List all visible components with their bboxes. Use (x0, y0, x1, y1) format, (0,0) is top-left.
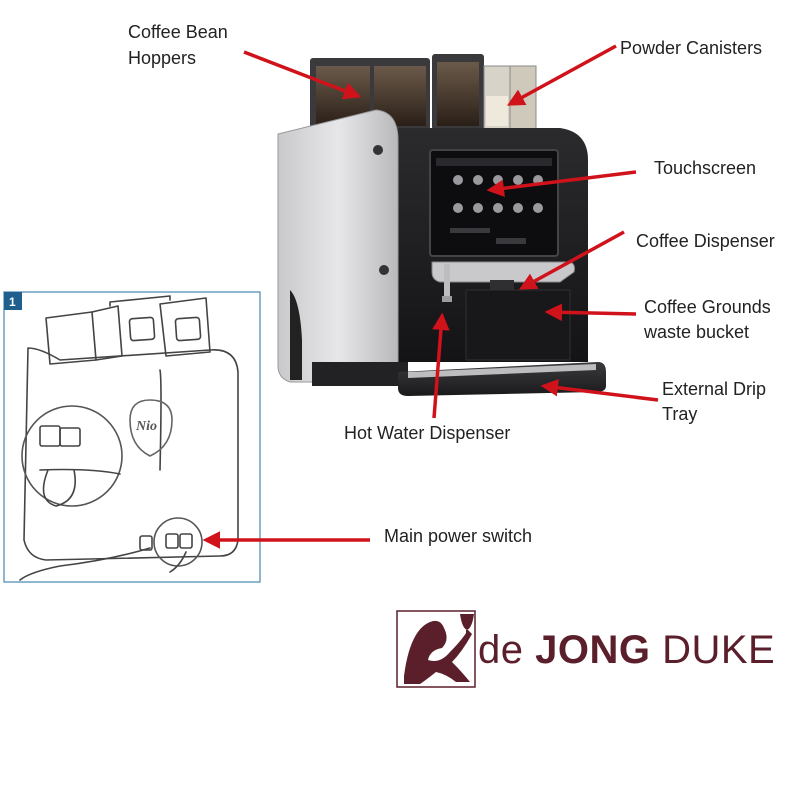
label-coffee-grounds-line2: waste bucket (644, 322, 750, 342)
label-external-drip-tray-line1: External Drip (662, 379, 767, 399)
arrow-touchscreen (486, 170, 637, 197)
label-external-drip-tray-line2: Tray (662, 404, 698, 424)
arrow-coffee-bean-hoppers (243, 50, 362, 100)
label-coffee-bean-hoppers-line2: Hoppers (128, 48, 197, 68)
power-switch-inset: 1 N (3, 291, 261, 583)
de-jong-duke-logo-mark (396, 610, 476, 688)
logo-suffix: DUKE (650, 628, 776, 672)
arrow-coffee-grounds (544, 303, 637, 322)
label-coffee-bean-hoppers-line1: Coffee Bean (128, 22, 228, 42)
label-main-power-switch: Main power switch (384, 526, 533, 546)
logo-brand: JONG (535, 628, 651, 672)
arrow-powder-canisters (506, 44, 617, 106)
hot-water-dispenser (442, 264, 452, 302)
coffee-bean-hoppers (310, 54, 484, 130)
label-touchscreen: Touchscreen (654, 158, 757, 178)
de-jong-duke-wordmark: de JONG DUKE (478, 628, 775, 673)
label-powder-canisters: Powder Canisters (620, 38, 763, 58)
arrow-coffee-dispenser (518, 230, 625, 290)
logo-prefix: de (478, 628, 536, 672)
step-number: 1 (9, 295, 16, 309)
coffee-machine (277, 54, 606, 396)
step-badge (4, 292, 22, 310)
coffee-grounds-waste-bucket (465, 289, 571, 361)
callout-arrows (202, 44, 659, 549)
powder-canisters (483, 65, 537, 131)
label-coffee-grounds-line1: Coffee Grounds (644, 297, 771, 317)
nio-badge: Nio (135, 419, 157, 434)
label-hot-water-dispenser: Hot Water Dispenser (344, 423, 511, 443)
arrow-external-drip-tray (540, 379, 659, 402)
touchscreen (429, 149, 559, 257)
label-coffee-dispenser: Coffee Dispenser (636, 231, 775, 251)
arrow-hot-water-dispenser (432, 312, 450, 419)
